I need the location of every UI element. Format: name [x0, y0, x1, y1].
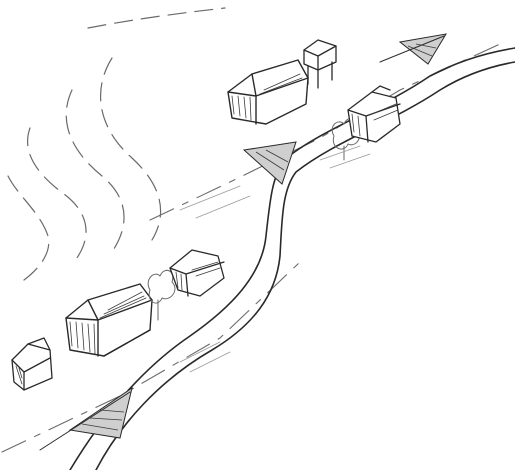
arrow-top-right	[380, 34, 446, 64]
contour-line-1	[101, 58, 161, 240]
contour-line-2	[66, 90, 124, 252]
contour-line-3	[28, 128, 86, 262]
contour-line-top	[88, 8, 225, 28]
path-edge-right	[96, 62, 515, 470]
barn-upper	[228, 60, 308, 124]
house-small-left	[12, 338, 52, 390]
contour-lines	[8, 8, 225, 280]
arrow-bottom-left	[40, 388, 132, 450]
hut-upper	[304, 40, 336, 88]
shed-lower	[170, 250, 224, 296]
arrow-middle	[244, 142, 296, 184]
contour-line-4	[8, 176, 49, 280]
tree-lower	[148, 270, 175, 320]
barn-large	[66, 284, 152, 356]
